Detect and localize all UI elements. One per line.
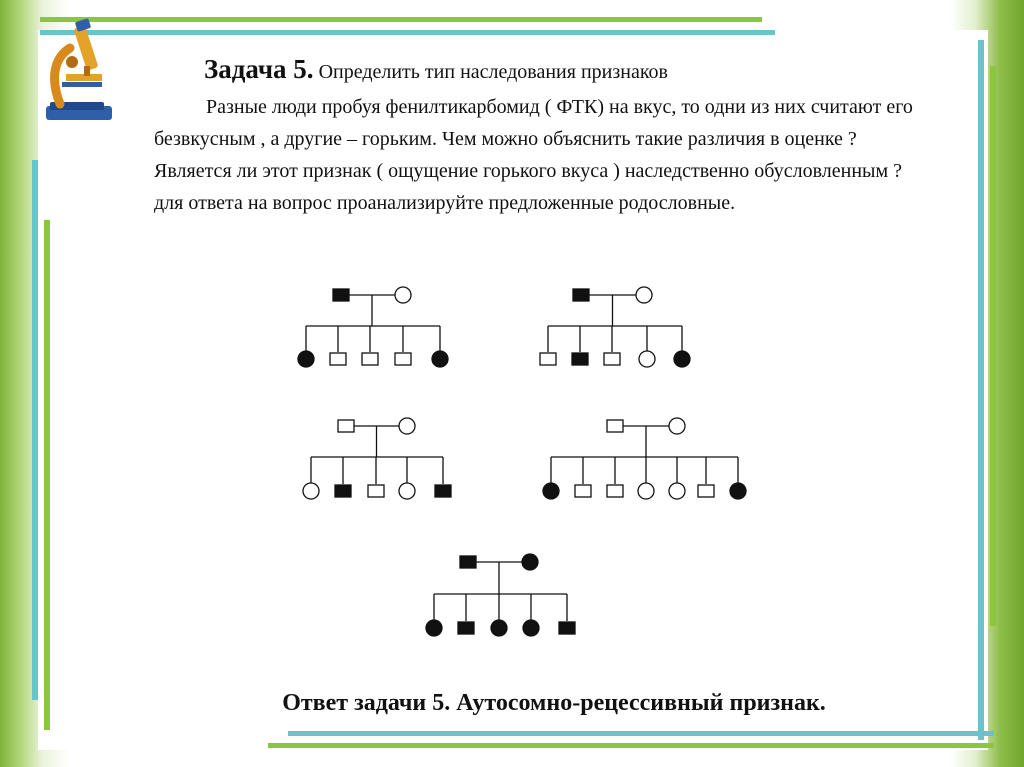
child-male-affected bbox=[572, 353, 588, 365]
child-male-affected bbox=[435, 485, 451, 497]
child-male-unaffected bbox=[604, 353, 620, 365]
parent-male-affected bbox=[460, 556, 476, 568]
parent-female-unaffected bbox=[669, 418, 685, 434]
child-male-unaffected bbox=[362, 353, 378, 365]
child-female-affected bbox=[426, 620, 442, 636]
child-male-unaffected bbox=[607, 485, 623, 497]
child-male-unaffected bbox=[395, 353, 411, 365]
parent-male-affected bbox=[573, 289, 589, 301]
child-female-unaffected bbox=[638, 483, 654, 499]
child-female-affected bbox=[674, 351, 690, 367]
child-female-affected bbox=[298, 351, 314, 367]
child-female-unaffected bbox=[669, 483, 685, 499]
parent-male-unaffected bbox=[338, 420, 354, 432]
answer-line: Ответ задачи 5. Аутосомно-рецессивный пр… bbox=[0, 690, 1024, 717]
answer-text: Ответ задачи 5. Аутосомно-рецессивный пр… bbox=[282, 690, 826, 716]
parent-male-unaffected bbox=[607, 420, 623, 432]
child-male-affected bbox=[458, 622, 474, 634]
child-female-affected bbox=[523, 620, 539, 636]
child-male-unaffected bbox=[368, 485, 384, 497]
child-male-affected bbox=[559, 622, 575, 634]
child-female-affected bbox=[730, 483, 746, 499]
parent-female-unaffected bbox=[636, 287, 652, 303]
child-female-affected bbox=[543, 483, 559, 499]
child-female-unaffected bbox=[303, 483, 319, 499]
child-male-affected bbox=[335, 485, 351, 497]
child-male-unaffected bbox=[575, 485, 591, 497]
child-female-unaffected bbox=[399, 483, 415, 499]
child-female-affected bbox=[432, 351, 448, 367]
child-male-unaffected bbox=[330, 353, 346, 365]
child-female-affected bbox=[491, 620, 507, 636]
parent-female-unaffected bbox=[395, 287, 411, 303]
parent-female-unaffected bbox=[399, 418, 415, 434]
parent-male-affected bbox=[333, 289, 349, 301]
child-male-unaffected bbox=[540, 353, 556, 365]
child-male-unaffected bbox=[698, 485, 714, 497]
child-female-unaffected bbox=[639, 351, 655, 367]
parent-female-affected bbox=[522, 554, 538, 570]
